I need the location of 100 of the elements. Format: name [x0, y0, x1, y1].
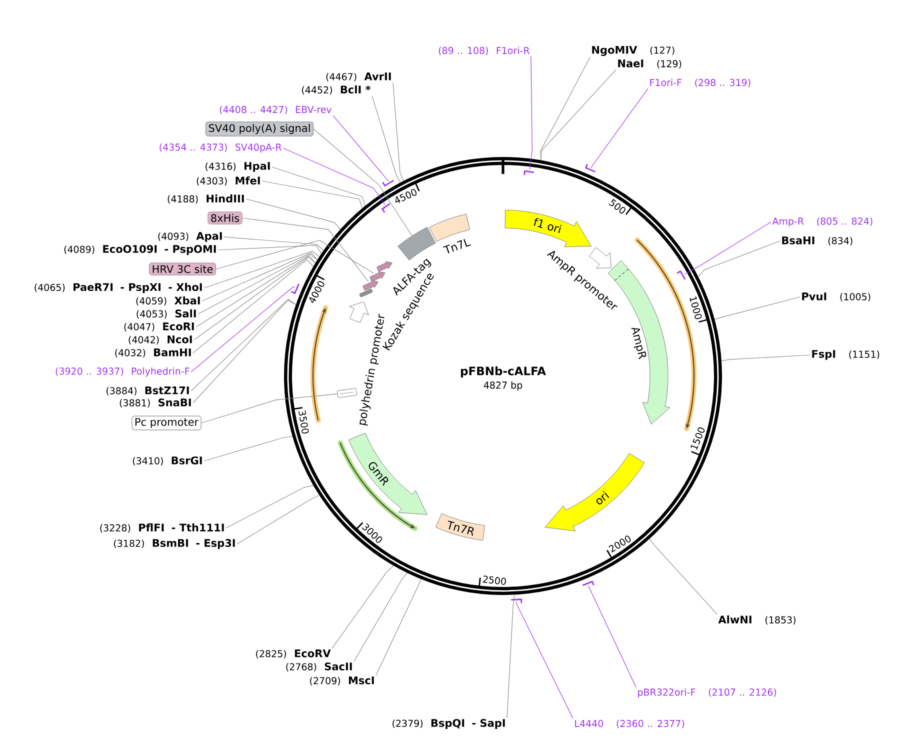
primer-mark [676, 270, 686, 280]
leader-line [372, 96, 400, 183]
leader-line [226, 485, 314, 528]
restriction-site-label: (4053) SalI [136, 309, 196, 319]
primer-label: L4440 (2360 .. 2377) [575, 720, 684, 728]
feature-box [398, 226, 436, 260]
primer-label: F1ori-F (298 .. 319) [650, 78, 750, 88]
primer-label: (4408 .. 4427) EBV-rev [220, 106, 332, 114]
primer-mark [582, 580, 594, 586]
primer-label: (89 .. 108) F1ori-R [438, 46, 530, 56]
plasmid-size: 4827 bp [484, 381, 522, 391]
restriction-site-label: (2825) EcoRV [256, 650, 331, 658]
leader-line [236, 494, 320, 544]
primer-label: Amp-R (805 .. 824) [772, 217, 872, 227]
leader-line [204, 250, 320, 288]
tick-label: 4500 [395, 188, 417, 203]
feature-label: AmpR [631, 328, 646, 360]
tick-label: 1500 [690, 427, 705, 450]
leader-line [198, 254, 318, 314]
restriction-site-label: NaeI (129) [618, 60, 682, 68]
leader-line [204, 436, 293, 462]
leader-line [242, 218, 369, 282]
leader-line [224, 236, 324, 251]
primer-mark [382, 180, 394, 187]
tick-label: 4000 [309, 281, 324, 304]
leader-line [190, 286, 296, 372]
leader-line [282, 148, 386, 205]
restriction-site-label: (4032) BamHI [115, 348, 191, 358]
leader-line [202, 252, 318, 302]
primer-mark [290, 284, 300, 294]
leader-line [591, 88, 648, 168]
restriction-site-label: (4089) EcoO109I - PspOMI [64, 245, 216, 255]
feature-box [336, 388, 358, 398]
restriction-site-label: (4188) HindIII [168, 194, 244, 204]
primer-label: (3920 .. 3937) Polyhedrin-F [56, 367, 190, 377]
restriction-site-label: (4303) MfeI [196, 176, 260, 186]
leader-line [698, 240, 780, 277]
feature-box: Tn7R [435, 513, 485, 540]
primer-mark [524, 170, 534, 176]
restriction-site-label: AlwNI (1853) [718, 615, 796, 625]
feature-block: ori [544, 453, 645, 532]
primer-label: pBR322ori-F (2107 .. 2126) [638, 688, 776, 698]
leader-line [196, 255, 316, 328]
restriction-site-label: BsaHI (834) [782, 236, 852, 246]
leader-line [714, 296, 800, 320]
primer-mark [584, 164, 596, 172]
feature-block [370, 271, 386, 282]
leader-line [313, 128, 412, 236]
restriction-site-label: PvuI (1005) [802, 292, 870, 302]
restriction-site-label: (4065) PaeR7I - PspXI - XhoI [34, 282, 202, 294]
feature-label: polyhedrin promoter [359, 314, 384, 426]
restriction-site-label: (4047) EcoRI [124, 322, 194, 332]
leader-line [216, 240, 374, 274]
leader-line [376, 578, 422, 676]
leader-line [354, 572, 408, 662]
leader-line [332, 115, 388, 182]
leader-line [588, 585, 636, 688]
leader-line [201, 394, 338, 424]
primer-mark [511, 598, 522, 604]
restriction-site-label: (2379) BspQI - SapI [392, 719, 505, 729]
feature-label-box: Pc promoter [132, 416, 202, 430]
tick-label: 500 [608, 198, 626, 214]
restriction-site-label: (4059) XbaI [136, 296, 200, 306]
feature-label-box: 8xHis [208, 212, 242, 224]
leader-line [192, 259, 314, 354]
leader-line [246, 198, 341, 230]
feature-block [362, 280, 378, 291]
tick-label: 2500 [482, 576, 506, 585]
primer-label: (4354 .. 4373) SV40pA-R [160, 143, 282, 153]
restriction-site-label: (4452) BclI * [302, 85, 371, 95]
restriction-site-label: (4042) NcoI [128, 336, 192, 344]
restriction-site-label: FspI (1151) [812, 350, 880, 360]
restriction-site-label: NgoMIV (127) [592, 46, 674, 56]
leader-line [529, 56, 532, 170]
leader-line [332, 565, 394, 649]
leader-line [272, 166, 366, 206]
plasmid-name: pFBNb-cALFA [461, 366, 546, 378]
restriction-site-label: (3410) BsrGI [132, 456, 202, 466]
leader-line [392, 82, 404, 182]
restriction-site-label: (3884) BstZ17I [106, 386, 189, 396]
restriction-site-label: (3182) BsmBI - Esp3I [114, 539, 235, 549]
restriction-site-label: (2709) MscI [310, 676, 374, 686]
leader-line [194, 256, 316, 340]
feature-label: Tn7L [443, 239, 471, 254]
leader-line [540, 69, 616, 161]
leader-line [516, 602, 574, 719]
primer-mark [381, 203, 390, 213]
leader-line [684, 222, 772, 275]
feature-block: f1 ori [504, 210, 592, 248]
tick-label: 1000 [690, 296, 702, 320]
restriction-site-label: (3881) SnaBI [120, 398, 191, 408]
restriction-site-label: (2768) SacII [286, 662, 352, 672]
plasmid-ring [284, 157, 722, 595]
feature-box [359, 288, 373, 298]
leader-line [506, 594, 515, 718]
tick-label: 3500 [298, 410, 309, 434]
restriction-site-label: (4316) HpaI [206, 162, 270, 172]
feature-label-box: HRV 3C site [148, 262, 216, 276]
leader-line [218, 245, 322, 254]
restriction-site-label: (4467) AvrII [326, 72, 391, 82]
